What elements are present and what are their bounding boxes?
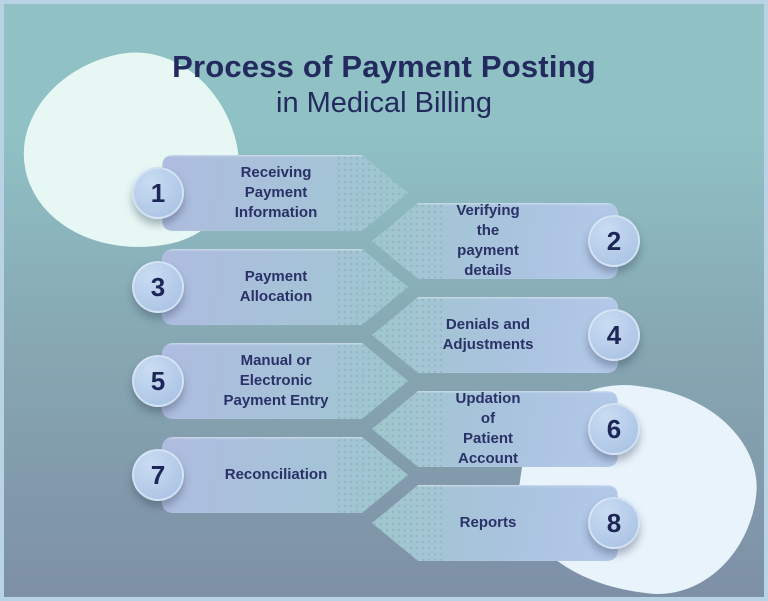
step-number-badge-1: 1: [132, 167, 184, 219]
step-banner-2: Verifying the payment details: [372, 203, 618, 279]
step-label-1: Receiving Payment Information: [234, 163, 318, 222]
step-banner-3: Payment Allocation: [162, 249, 408, 325]
step-banner-4: Denials and Adjustments: [372, 297, 618, 373]
step-number-badge-8: 8: [588, 497, 640, 549]
step-label-4: Denials and Adjustments: [442, 315, 534, 353]
step-banner-5: Manual or Electronic Payment Entry: [162, 343, 408, 419]
step-number-badge-4: 4: [588, 309, 640, 361]
step-number-badge-2: 2: [588, 215, 640, 267]
step-number-badge-7: 7: [132, 449, 184, 501]
step-label-3: Payment Allocation: [239, 267, 313, 305]
page-title: Process of Payment Posting in Medical Bi…: [4, 48, 764, 121]
step-banner-1: Receiving Payment Information: [162, 155, 408, 231]
title-line-1: Process of Payment Posting: [172, 49, 596, 84]
step-banner-7: Reconciliation: [162, 437, 408, 513]
step-banner-8: Reports: [372, 485, 618, 561]
step-label-7: Reconciliation: [224, 465, 328, 483]
step-banner-6: Updation of Patient Account: [372, 391, 618, 467]
title-line-2: in Medical Billing: [276, 86, 492, 119]
step-label-2: Verifying the payment details: [456, 201, 520, 280]
step-number-badge-6: 6: [588, 403, 640, 455]
step-label-5: Manual or Electronic Payment Entry: [223, 351, 329, 410]
step-number-badge-3: 3: [132, 261, 184, 313]
step-number-badge-5: 5: [132, 355, 184, 407]
step-label-6: Updation of Patient Account: [455, 389, 521, 468]
step-label-8: Reports: [459, 513, 517, 531]
